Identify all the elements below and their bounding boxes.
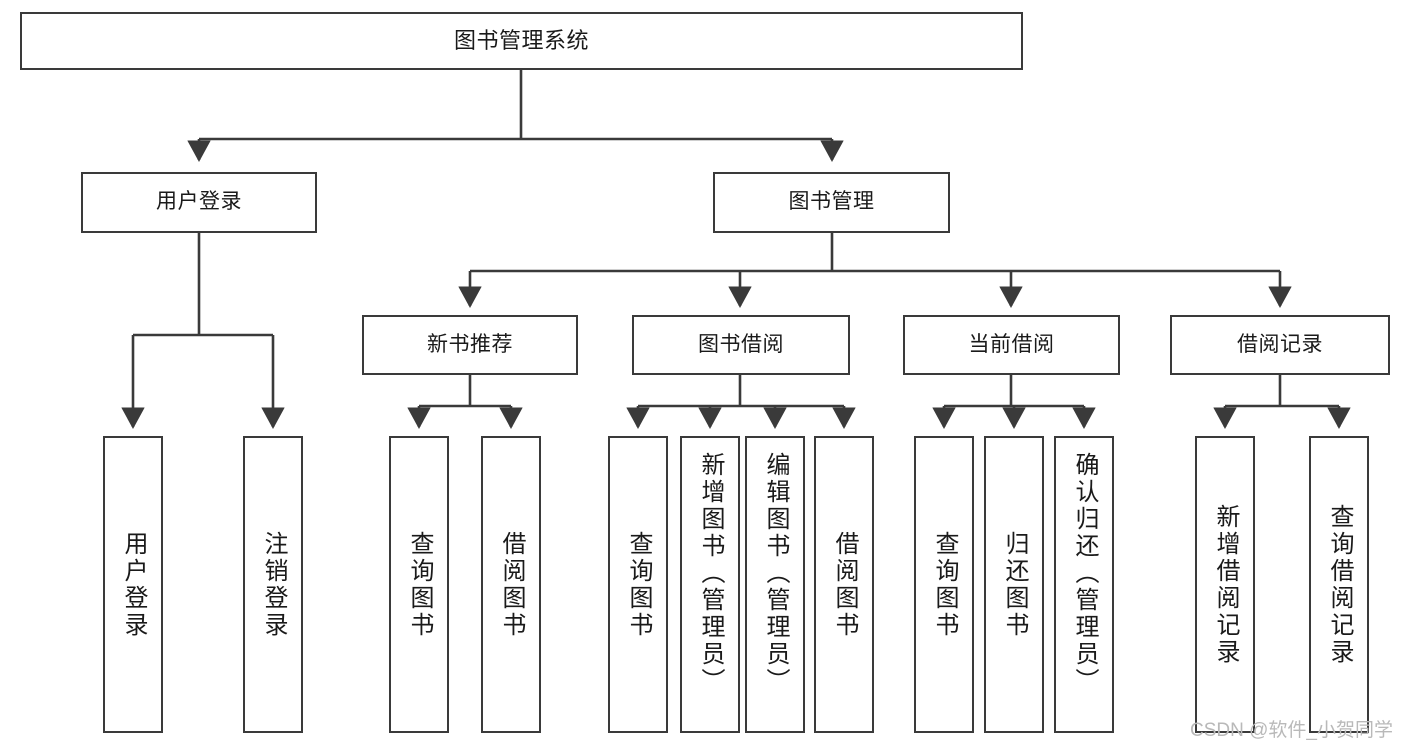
node-label: 查询借阅记录: [1325, 503, 1353, 666]
node-label: 新书推荐: [427, 332, 513, 356]
leaf-query-book-new-rec[interactable]: 查询图书: [389, 436, 449, 733]
node-label: 图书管理系统: [453, 27, 589, 53]
node-label: 注销登录: [259, 530, 287, 639]
leaf-add-borrow-record[interactable]: 新增借阅记录: [1195, 436, 1255, 733]
node-root-book-management-system[interactable]: 图书管理系统: [20, 12, 1023, 70]
node-label: 编辑图书（管理员）: [761, 452, 789, 695]
leaf-query-book-borrow[interactable]: 查询图书: [608, 436, 668, 733]
node-new-book-recommendation[interactable]: 新书推荐: [362, 315, 578, 375]
node-user-login[interactable]: 用户登录: [81, 172, 317, 233]
node-book-management[interactable]: 图书管理: [713, 172, 950, 233]
node-label: 借阅图书: [830, 530, 858, 639]
node-label: 图书借阅: [698, 332, 784, 356]
node-label: 确认归还（管理员）: [1070, 452, 1098, 695]
node-label: 借阅图书: [497, 530, 525, 639]
leaf-borrow-book-new-rec[interactable]: 借阅图书: [481, 436, 541, 733]
watermark-text: CSDN @软件_小贺同学: [1190, 720, 1393, 741]
node-label: 查询图书: [930, 530, 958, 639]
leaf-user-login[interactable]: 用户登录: [103, 436, 163, 733]
node-label: 图书管理: [788, 190, 875, 214]
node-label: 用户登录: [119, 530, 147, 639]
node-label: 当前借阅: [968, 332, 1055, 356]
node-label: 归还图书: [1000, 530, 1028, 639]
node-label: 查询图书: [405, 530, 433, 639]
leaf-query-book-current[interactable]: 查询图书: [914, 436, 974, 733]
leaf-borrow-book[interactable]: 借阅图书: [814, 436, 874, 733]
node-borrowing-records[interactable]: 借阅记录: [1170, 315, 1390, 375]
leaf-query-borrow-record[interactable]: 查询借阅记录: [1309, 436, 1369, 733]
leaf-return-book[interactable]: 归还图书: [984, 436, 1044, 733]
leaf-logout[interactable]: 注销登录: [243, 436, 303, 733]
node-label: 查询图书: [624, 530, 652, 639]
leaf-edit-book-admin[interactable]: 编辑图书（管理员）: [745, 436, 805, 733]
node-label: 借阅记录: [1237, 332, 1323, 356]
node-book-borrowing[interactable]: 图书借阅: [632, 315, 850, 375]
node-label: 新增图书（管理员）: [696, 452, 724, 695]
node-current-borrowing[interactable]: 当前借阅: [903, 315, 1120, 375]
node-label: 用户登录: [156, 190, 242, 214]
leaf-add-book-admin[interactable]: 新增图书（管理员）: [680, 436, 740, 733]
leaf-confirm-return-admin[interactable]: 确认归还（管理员）: [1054, 436, 1114, 733]
node-label: 新增借阅记录: [1211, 503, 1239, 666]
